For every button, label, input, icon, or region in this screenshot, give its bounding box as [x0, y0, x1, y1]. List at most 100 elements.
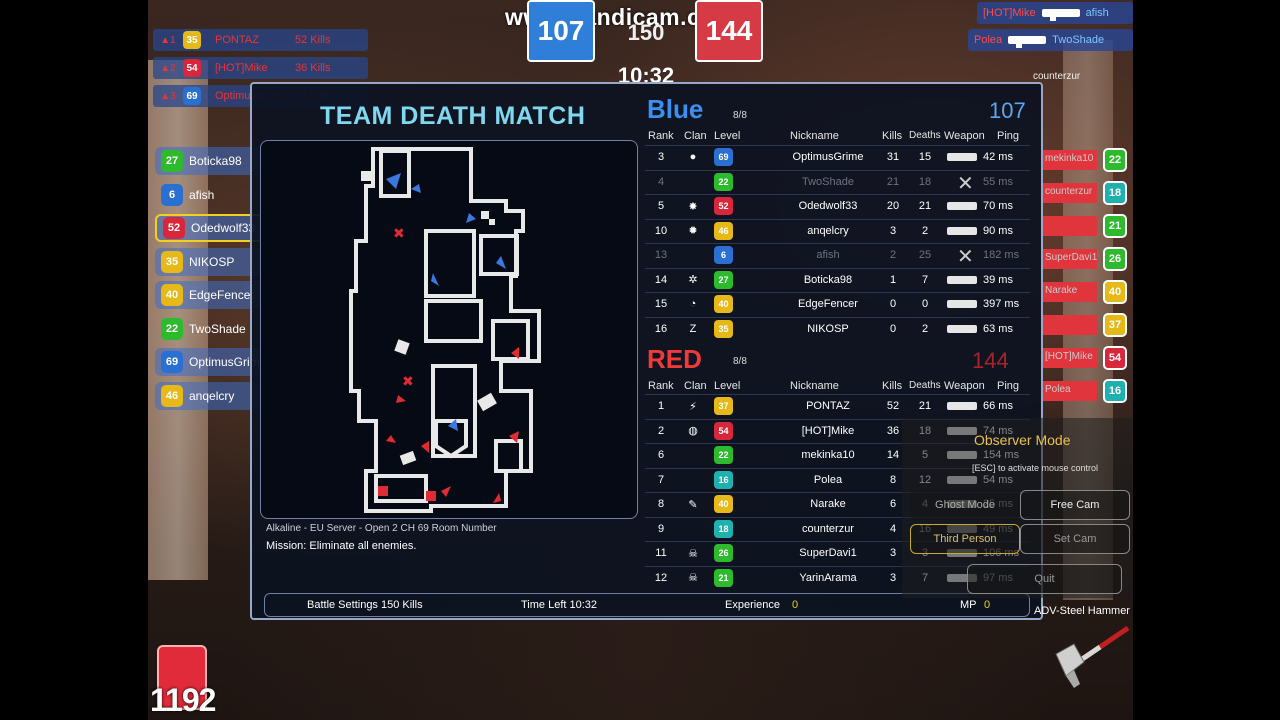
level-badge: 21 — [714, 568, 733, 587]
weapon-icon — [947, 324, 977, 333]
player-name: PONTAZ — [215, 34, 259, 46]
level-badge: 27 — [714, 270, 733, 289]
player-ping: 397 ms — [983, 298, 1020, 310]
player-nickname: [HOT]Mike — [801, 424, 855, 437]
ghost-mode-button[interactable]: Ghost Mode — [910, 490, 1020, 520]
level-badge: 26 — [714, 544, 733, 562]
player-ping: 70 ms — [983, 200, 1013, 212]
player-kills: 8 — [889, 473, 897, 486]
col-deaths: Deaths — [909, 130, 941, 141]
player-deaths: 0 — [921, 298, 929, 310]
clan-icon: ✸ — [688, 200, 698, 213]
col-ping: Ping — [997, 380, 1020, 392]
player-deaths: 15 — [918, 151, 932, 163]
player-kills: 20 — [886, 200, 900, 212]
col-nickname: Nickname — [790, 380, 839, 392]
player-kills: 52 — [886, 400, 900, 412]
weapon-icon — [947, 153, 977, 161]
player-rank: 6 — [657, 449, 665, 461]
rank-position: ▲2 — [160, 62, 176, 74]
time-left: Time Left 10:32 — [521, 599, 598, 611]
level-badge: 69 — [183, 87, 201, 105]
blue-column-headers: Rank Clan Level Nickname Kills Deaths We… — [645, 129, 1030, 145]
player-rank: 3 — [657, 151, 665, 163]
player-kills: 2 — [889, 249, 897, 261]
col-level: Level — [714, 130, 741, 142]
red-health-bar — [1042, 282, 1097, 302]
player-nickname: counterzur — [802, 522, 854, 535]
player-nickname: TwoShade — [802, 175, 854, 188]
player-nickname: YarinArama — [799, 571, 857, 584]
blue-team-label: Blue — [647, 94, 704, 124]
health-icon — [157, 645, 207, 710]
server-info: Alkaline - EU Server - Open 2 CH 69 Room… — [266, 523, 497, 534]
quit-button[interactable]: Quit — [967, 564, 1122, 594]
player-kills: 3 — [889, 571, 897, 584]
level-badge: 40 — [1103, 280, 1127, 304]
free-cam-button[interactable]: Free Cam — [1020, 490, 1130, 520]
kill-feed-entry: [HOT]Mike afish — [977, 2, 1133, 24]
mp-value: 0 — [984, 599, 991, 611]
clan-icon: ◍ — [688, 425, 698, 437]
player-kills: 3 — [889, 547, 897, 559]
player-nickname: SuperDavi1 — [799, 547, 857, 559]
player-ping: 55 ms — [983, 175, 1013, 188]
player-deaths: 21 — [918, 400, 932, 412]
player-ping: 63 ms — [983, 322, 1013, 335]
clan-icon: Z — [689, 322, 697, 335]
red-player-name: mekinka10 — [1045, 153, 1094, 164]
feed-player-name: counterzur — [1033, 71, 1081, 82]
victim-name: afish — [1085, 7, 1109, 19]
player-rank: 11 — [655, 547, 667, 559]
level-badge: 26 — [1103, 247, 1127, 271]
clan-icon: ☠ — [688, 547, 698, 560]
player-ping: 182 ms — [983, 249, 1020, 261]
set-cam-button[interactable]: Set Cam — [1020, 524, 1130, 554]
player-rank: 9 — [657, 522, 665, 535]
player-name: afish — [189, 187, 215, 202]
weapon-icon — [947, 226, 977, 235]
clan-icon: ◔ — [689, 298, 697, 310]
player-kills: 36 — [886, 424, 900, 437]
player-name: OptimusGrime — [189, 355, 267, 369]
rank-position: ▲3 — [160, 90, 176, 102]
player-deaths: 7 — [921, 273, 929, 286]
level-badge: 6 — [714, 246, 733, 264]
blue-team-kills: 107 — [989, 98, 1026, 123]
player-kills: 0 — [889, 298, 897, 310]
clan-icon — [682, 470, 704, 490]
player-rank: 15 — [654, 298, 668, 310]
clan-icon — [682, 172, 704, 192]
player-nickname: EdgeFencer — [798, 298, 858, 310]
level-badge: 46 — [714, 221, 733, 240]
red-team-count: 8/8 — [733, 356, 747, 367]
level-badge: 22 — [714, 446, 733, 464]
kill-count: 36 Kills — [295, 62, 331, 74]
red-health-bar — [1042, 249, 1097, 269]
victim-name: TwoShade — [1052, 34, 1105, 46]
level-badge: 22 — [714, 172, 733, 191]
level-badge: 40 — [714, 495, 733, 513]
weapon-icon — [947, 300, 977, 308]
player-ping: 66 ms — [983, 400, 1013, 412]
player-ping: 90 ms — [983, 224, 1013, 237]
player-nickname: afish — [816, 249, 840, 261]
col-nickname: Nickname — [790, 130, 839, 142]
player-deaths: 2 — [921, 224, 929, 237]
level-badge: 22 — [1103, 148, 1127, 172]
third-person-button[interactable]: Third Person — [910, 524, 1020, 554]
player-kills: 4 — [889, 522, 897, 535]
red-health-bar — [1042, 381, 1097, 401]
player-kills: 6 — [889, 498, 897, 510]
